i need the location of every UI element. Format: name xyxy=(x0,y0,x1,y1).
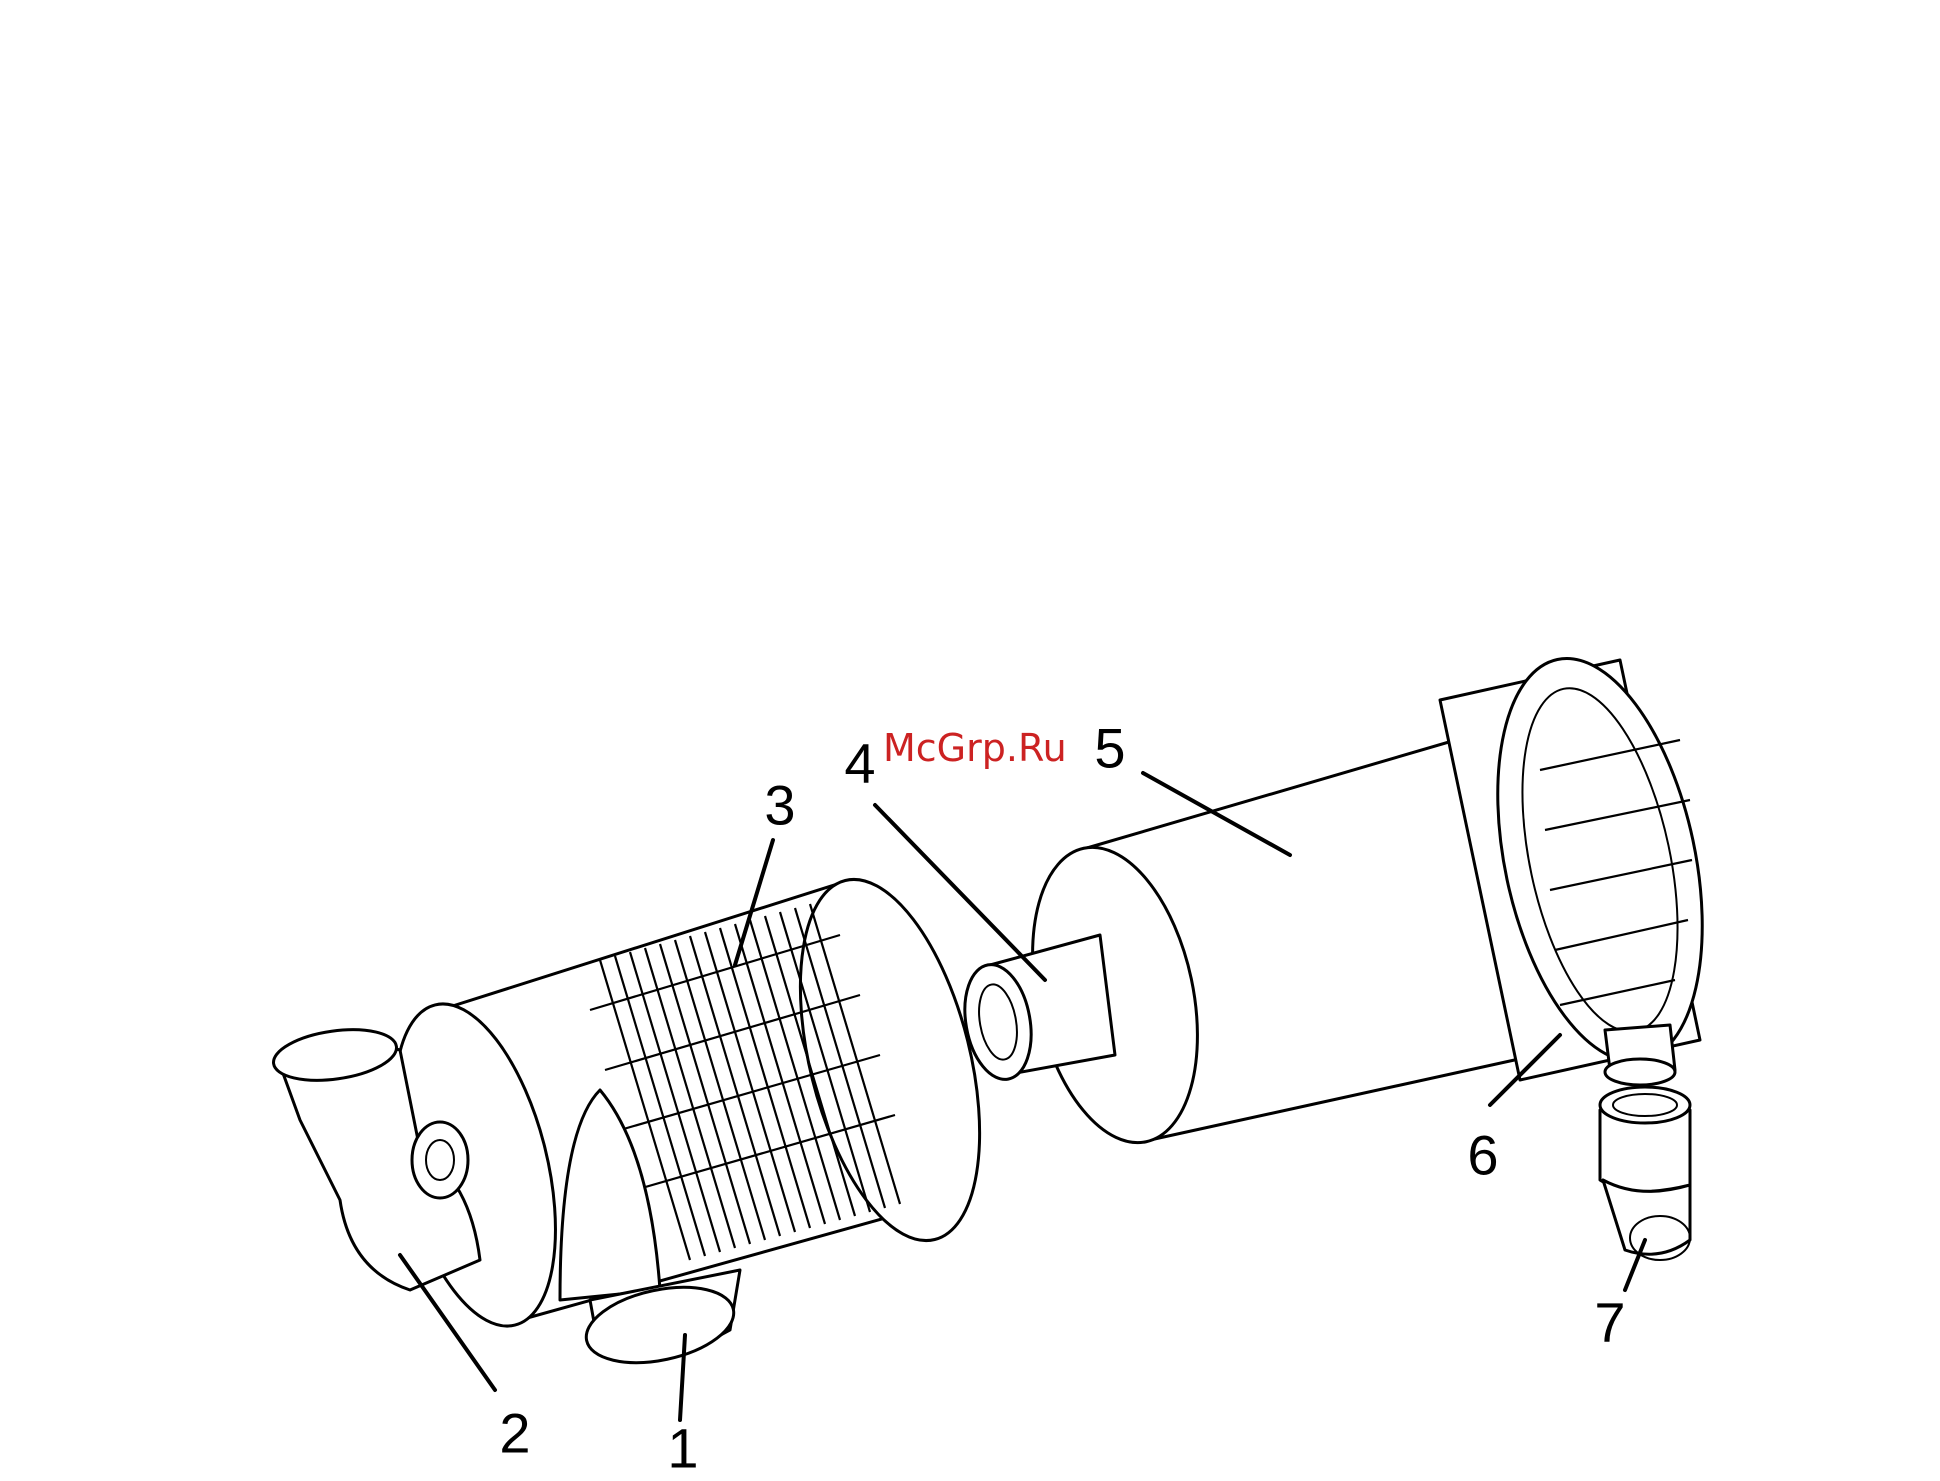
part-7-dust-valve xyxy=(1600,1087,1690,1260)
callout-2: 2 xyxy=(499,1402,530,1465)
callout-5: 5 xyxy=(1094,717,1125,780)
callout-6: 6 xyxy=(1467,1124,1498,1187)
part-3-precleaner-body xyxy=(365,861,1012,1342)
callout-7: 7 xyxy=(1594,1291,1625,1354)
callout-1: 1 xyxy=(667,1417,698,1480)
callout-4: 4 xyxy=(844,732,875,795)
callout-3: 3 xyxy=(764,774,795,837)
watermark: McGrp.Ru xyxy=(883,726,1067,770)
